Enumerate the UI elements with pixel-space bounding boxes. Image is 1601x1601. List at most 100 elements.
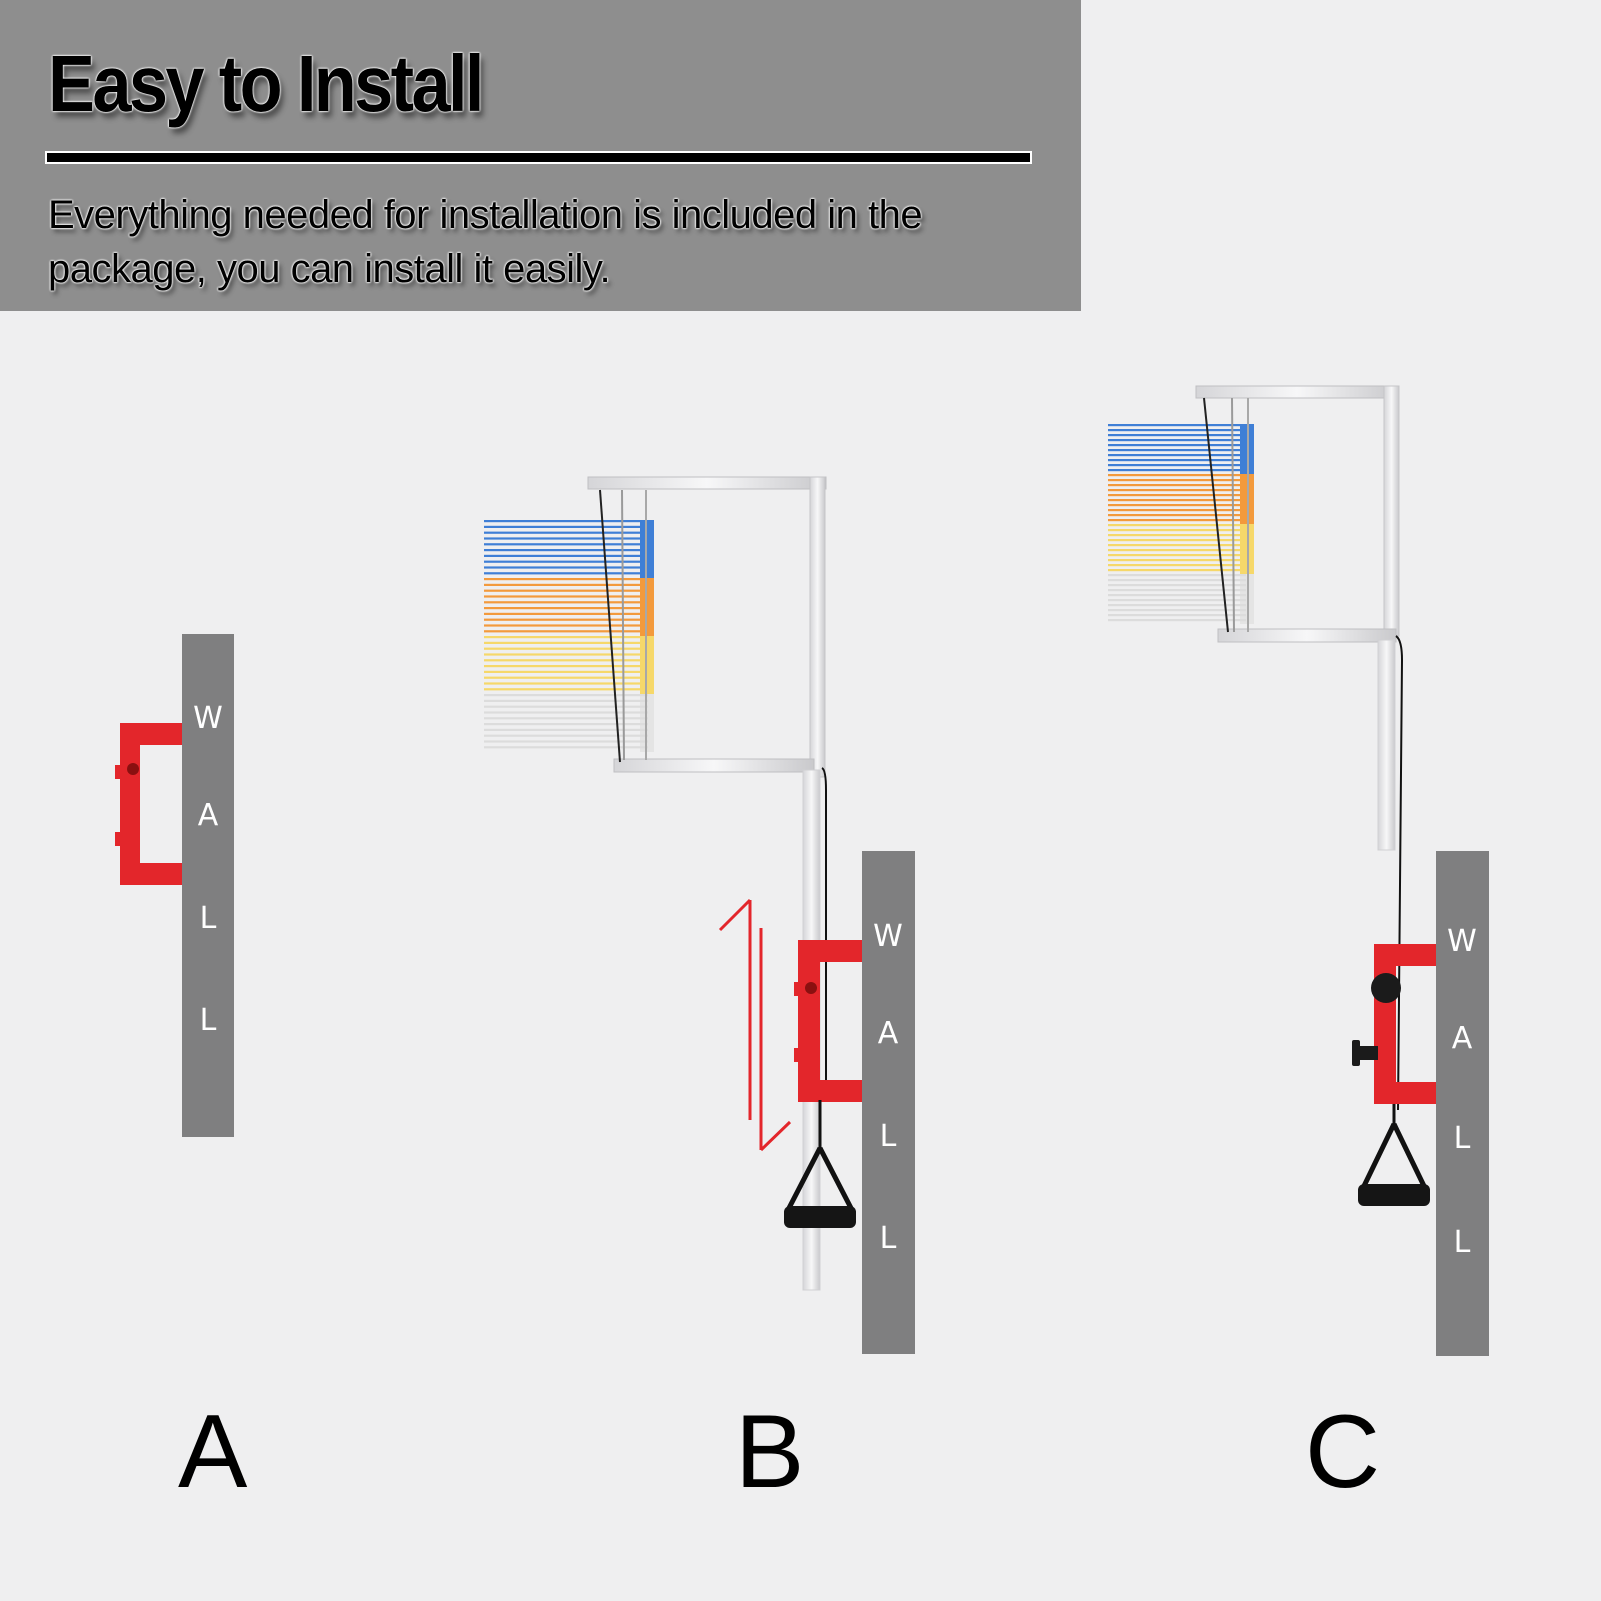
wall-letter: W (1447, 924, 1477, 959)
step-a-illustration: W A L L (115, 634, 234, 1137)
slat (484, 734, 648, 737)
slat (1108, 434, 1246, 437)
wall-letter: L (1454, 1121, 1471, 1156)
slat (484, 641, 648, 644)
slat (484, 560, 648, 563)
wall-letter: A (878, 1016, 899, 1051)
slat (484, 688, 648, 691)
slat (484, 682, 648, 685)
slat (1108, 514, 1246, 517)
step-label-c: C (1305, 1394, 1381, 1510)
slat (1108, 474, 1246, 477)
slat (484, 520, 648, 523)
slat (1108, 469, 1246, 472)
slat (484, 624, 648, 627)
slat (1108, 439, 1246, 442)
slat-stack (1108, 424, 1254, 624)
pulley-handle-icon (784, 1100, 856, 1228)
slat (484, 740, 648, 743)
slat (1108, 539, 1246, 542)
slat (484, 723, 648, 726)
slat (484, 543, 648, 546)
wall-letter: L (880, 1221, 897, 1256)
page-title: Easy to Install (48, 39, 484, 128)
slat (484, 601, 648, 604)
wall-letter: L (200, 901, 217, 936)
slat (484, 630, 648, 633)
slat (1108, 599, 1246, 602)
wall-letter: A (1452, 1021, 1473, 1056)
slat (1108, 519, 1246, 522)
step-label-a: A (178, 1394, 248, 1510)
slat (484, 711, 648, 714)
slat (484, 537, 648, 540)
slat (1108, 589, 1246, 592)
bracket-icon (1374, 944, 1436, 1104)
wall-panel-b (862, 851, 915, 1354)
slat (484, 665, 648, 668)
wall-letter: W (193, 701, 223, 736)
slat (484, 636, 648, 639)
slat (1108, 534, 1246, 537)
slat (1108, 429, 1246, 432)
slat (1108, 449, 1246, 452)
header-banner: Easy to Install Everything needed for in… (0, 0, 1081, 311)
slat (484, 659, 648, 662)
slat (484, 583, 648, 586)
wall-letter: L (1454, 1225, 1471, 1260)
slat (1108, 479, 1246, 482)
knob-icon (1352, 973, 1401, 1066)
slat (1108, 494, 1246, 497)
step-label-b: B (735, 1394, 805, 1510)
slat (1108, 524, 1246, 527)
slat (1108, 424, 1246, 427)
wall-letter: W (873, 919, 903, 954)
wall-letter: A (198, 798, 219, 833)
page-subtitle: Everything needed for installation is in… (48, 193, 923, 291)
slat (1108, 509, 1246, 512)
slat (1108, 569, 1246, 572)
slat (484, 676, 648, 679)
slat (484, 589, 648, 592)
step-c-illustration: W A L L (1108, 385, 1489, 1356)
slat (1108, 604, 1246, 607)
title-divider (45, 151, 1032, 164)
slat (1108, 619, 1246, 622)
height-adjust-arrow-icon (718, 898, 792, 1152)
slat (1108, 499, 1246, 502)
slat (1108, 484, 1246, 487)
bracket-icon (794, 940, 862, 1102)
slat (484, 746, 648, 749)
slat (1108, 609, 1246, 612)
slat (484, 525, 648, 528)
slat (484, 618, 648, 621)
slat (484, 549, 648, 552)
slat (1108, 444, 1246, 447)
wall-panel-c (1436, 851, 1489, 1356)
slat (484, 699, 648, 702)
step-b-illustration: W A L L (484, 476, 915, 1354)
wall-letter: L (880, 1119, 897, 1154)
slat (484, 694, 648, 697)
slat (484, 653, 648, 656)
slat (484, 612, 648, 615)
slat (1108, 579, 1246, 582)
wall-panel-a (182, 634, 234, 1137)
slat (1108, 594, 1246, 597)
slat (484, 705, 648, 708)
slat (1108, 489, 1246, 492)
slat (484, 531, 648, 534)
slat (484, 647, 648, 650)
bracket-icon (115, 723, 182, 885)
slat-stack (484, 520, 654, 752)
slat (1108, 464, 1246, 467)
slat (1108, 544, 1246, 547)
slat (1108, 564, 1246, 567)
slat (1108, 614, 1246, 617)
slat (484, 554, 648, 557)
slat (1108, 554, 1246, 557)
slat (484, 566, 648, 569)
slat (1108, 529, 1246, 532)
slat (1108, 584, 1246, 587)
